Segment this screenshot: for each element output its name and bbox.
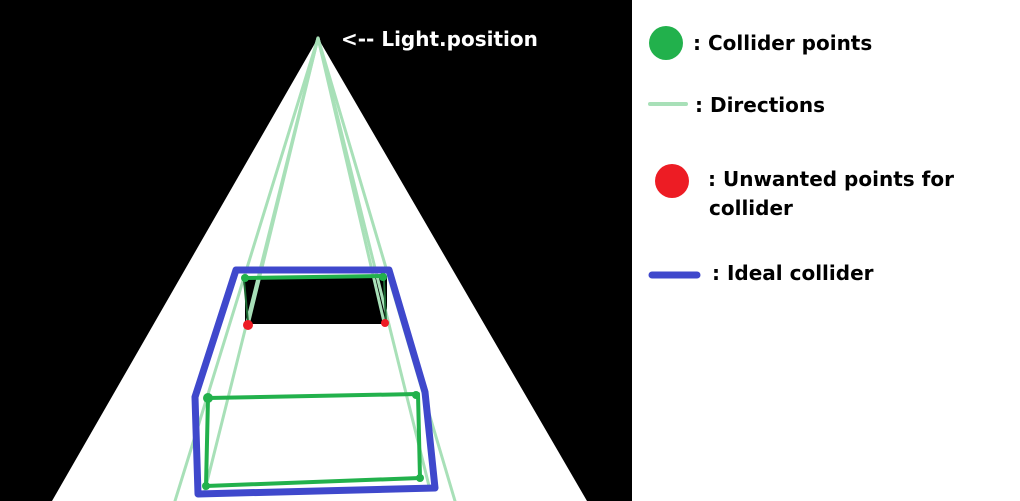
unwanted-points-icon bbox=[655, 164, 689, 198]
collider-top-edge bbox=[242, 274, 386, 280]
legend-unwanted-points-line1: : Unwanted points for bbox=[708, 167, 954, 191]
legend-unwanted-points-line2: collider bbox=[709, 196, 793, 220]
legend-collider-points: : Collider points bbox=[693, 31, 872, 55]
light-position-label: <-- Light.position bbox=[341, 27, 538, 51]
shadow-edge bbox=[383, 279, 387, 323]
legend-directions: : Directions bbox=[695, 93, 825, 117]
collider-points bbox=[202, 273, 424, 490]
ideal-collider-shape bbox=[191, 266, 439, 498]
collider-points-icon bbox=[649, 26, 683, 60]
unwanted-point bbox=[381, 319, 389, 327]
shadow-edge bbox=[243, 279, 249, 323]
direction-ray bbox=[316, 36, 432, 492]
collider-point bbox=[379, 273, 387, 281]
collider-point bbox=[412, 391, 420, 399]
collider-point bbox=[202, 482, 210, 490]
unwanted-points bbox=[243, 319, 389, 330]
legend-ideal-collider: : Ideal collider bbox=[712, 261, 874, 285]
collider-point bbox=[241, 274, 249, 282]
collider-point bbox=[416, 474, 424, 482]
collider-point bbox=[203, 393, 213, 403]
obstacle-box bbox=[245, 276, 387, 324]
legend: : Collider points : Directions : Unwante… bbox=[648, 26, 954, 285]
box-shadow-edges bbox=[243, 279, 387, 323]
unwanted-point bbox=[243, 320, 253, 330]
